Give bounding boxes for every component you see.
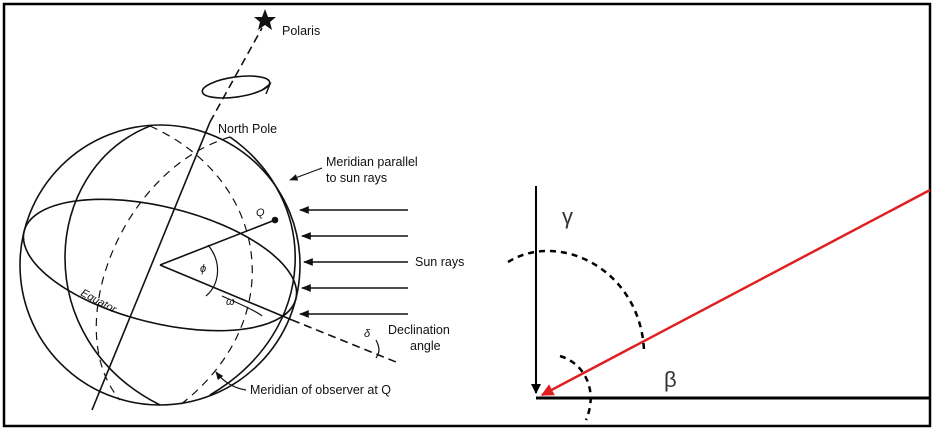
- meridian-parallel-label-2: to sun rays: [326, 171, 387, 185]
- gamma-label: γ: [562, 204, 573, 229]
- north-pole-label: North Pole: [218, 122, 277, 136]
- declination-label-1: Declination: [388, 323, 450, 337]
- meridian-left-dashed: [95, 136, 231, 401]
- omega-arc: [221, 295, 263, 317]
- point-q: [271, 216, 279, 224]
- beta-arc: [559, 354, 592, 421]
- meridian-back-dashed: [149, 125, 253, 406]
- earth-axis-dashed: [209, 27, 263, 123]
- delta-label: δ: [364, 328, 371, 340]
- beta-label: β: [664, 367, 677, 392]
- phi-label: ϕ: [200, 263, 206, 275]
- angle-diagram: [507, 186, 931, 421]
- omega-label: ω: [226, 296, 235, 308]
- sun-rays: [299, 206, 408, 318]
- declination-label-2: angle: [410, 339, 441, 353]
- leader-meridian-observer: [215, 371, 247, 391]
- equator-label: Equator: [79, 287, 120, 316]
- equator-back: [22, 198, 298, 332]
- sun-rays-label: Sun rays: [415, 255, 464, 269]
- meridian-parallel-label-1: Meridian parallel: [326, 155, 418, 169]
- meridian-observer-label: Meridian of observer at Q: [250, 383, 391, 397]
- polaris-label: Polaris: [282, 24, 320, 38]
- radius-to-equator: [159, 264, 293, 321]
- leader-meridian-parallel: [289, 167, 323, 181]
- radius-to-q: [159, 219, 276, 266]
- earth-axis: [91, 121, 211, 411]
- gamma-arc: [507, 249, 646, 351]
- rotation-ellipse: [201, 75, 271, 99]
- rotation-arrow: [261, 81, 272, 95]
- meridian-parallel-curve: [209, 136, 296, 396]
- meridian-observer-curve: [64, 125, 161, 406]
- delta-arc: [375, 339, 380, 359]
- polaris-star-icon: [254, 9, 276, 30]
- earth-diagram: [19, 27, 397, 411]
- q-label: Q: [256, 207, 265, 219]
- phi-arc: [205, 244, 219, 297]
- leader-lines: [215, 167, 323, 391]
- sun-ray-red: [540, 188, 931, 397]
- equator-plane-extension: [291, 319, 397, 363]
